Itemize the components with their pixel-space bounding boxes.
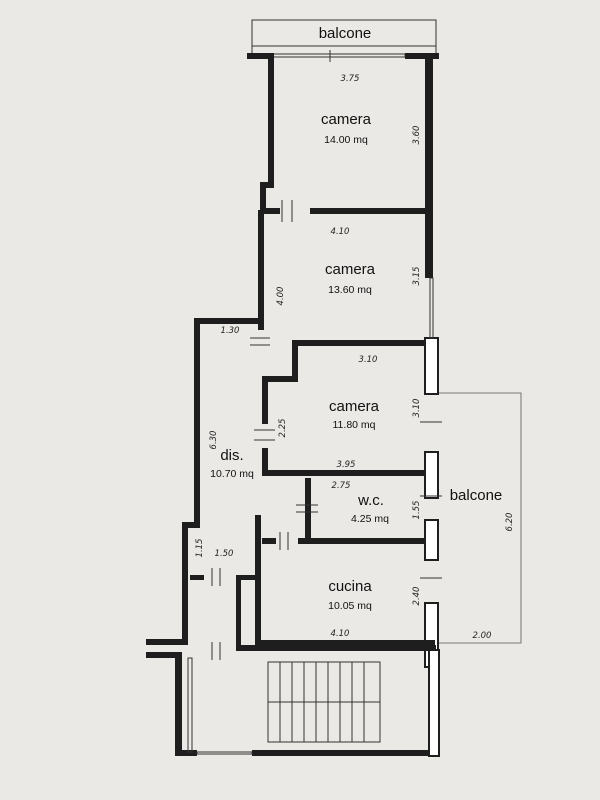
dimension-label: 2.75 [332,481,351,491]
dimension-label: 4.00 [276,287,286,306]
dimension-label: 3.15 [412,267,422,286]
room-name-camera-1: camera [321,111,372,128]
right-balcony [438,392,522,644]
door-marks [211,50,442,660]
dimension-labels: 3.75 3.60 4.10 3.15 4.00 1.30 3.10 2.25 … [195,74,515,641]
dimension-label: 3.10 [359,355,378,365]
staircase [267,661,381,743]
dimension-label: 4.10 [331,227,350,237]
room-labels: camera 14.00 mq camera 13.60 mq camera 1… [210,25,502,612]
dimension-label: 3.10 [412,399,422,418]
room-name-camera-3: camera [329,398,380,415]
dimension-label: 1.30 [221,326,240,336]
walls [146,53,440,757]
room-area-camera-3: 11.80 mq [333,419,376,431]
room-name-camera-2: camera [325,261,376,278]
dimension-label: 3.60 [412,126,422,145]
room-name-dis: dis. [220,447,243,464]
dimension-label: 2.25 [278,419,288,438]
dimension-label: 3.75 [341,74,360,84]
dimension-label: 6.20 [505,513,515,532]
dimension-label: 6.30 [209,431,219,450]
dimension-label: 4.10 [331,629,350,639]
balcony-label-top: balcone [319,25,372,42]
dimension-label: 1.15 [195,539,205,558]
room-area-dis: 10.70 mq [210,468,254,480]
room-name-cucina: cucina [328,578,372,595]
dimension-label: 1.55 [412,501,422,520]
room-area-camera-1: 14.00 mq [324,134,368,146]
room-area-cucina: 10.05 mq [328,600,372,612]
dimension-label: 3.95 [337,460,356,470]
dimension-label: 2.40 [412,587,422,606]
balcony-label-right: balcone [450,487,503,504]
room-area-wc: 4.25 mq [351,513,389,525]
room-area-camera-2: 13.60 mq [328,284,372,296]
dimension-label: 1.50 [215,549,234,559]
dimension-label: 2.00 [473,631,492,641]
room-name-wc: w.c. [357,492,384,509]
